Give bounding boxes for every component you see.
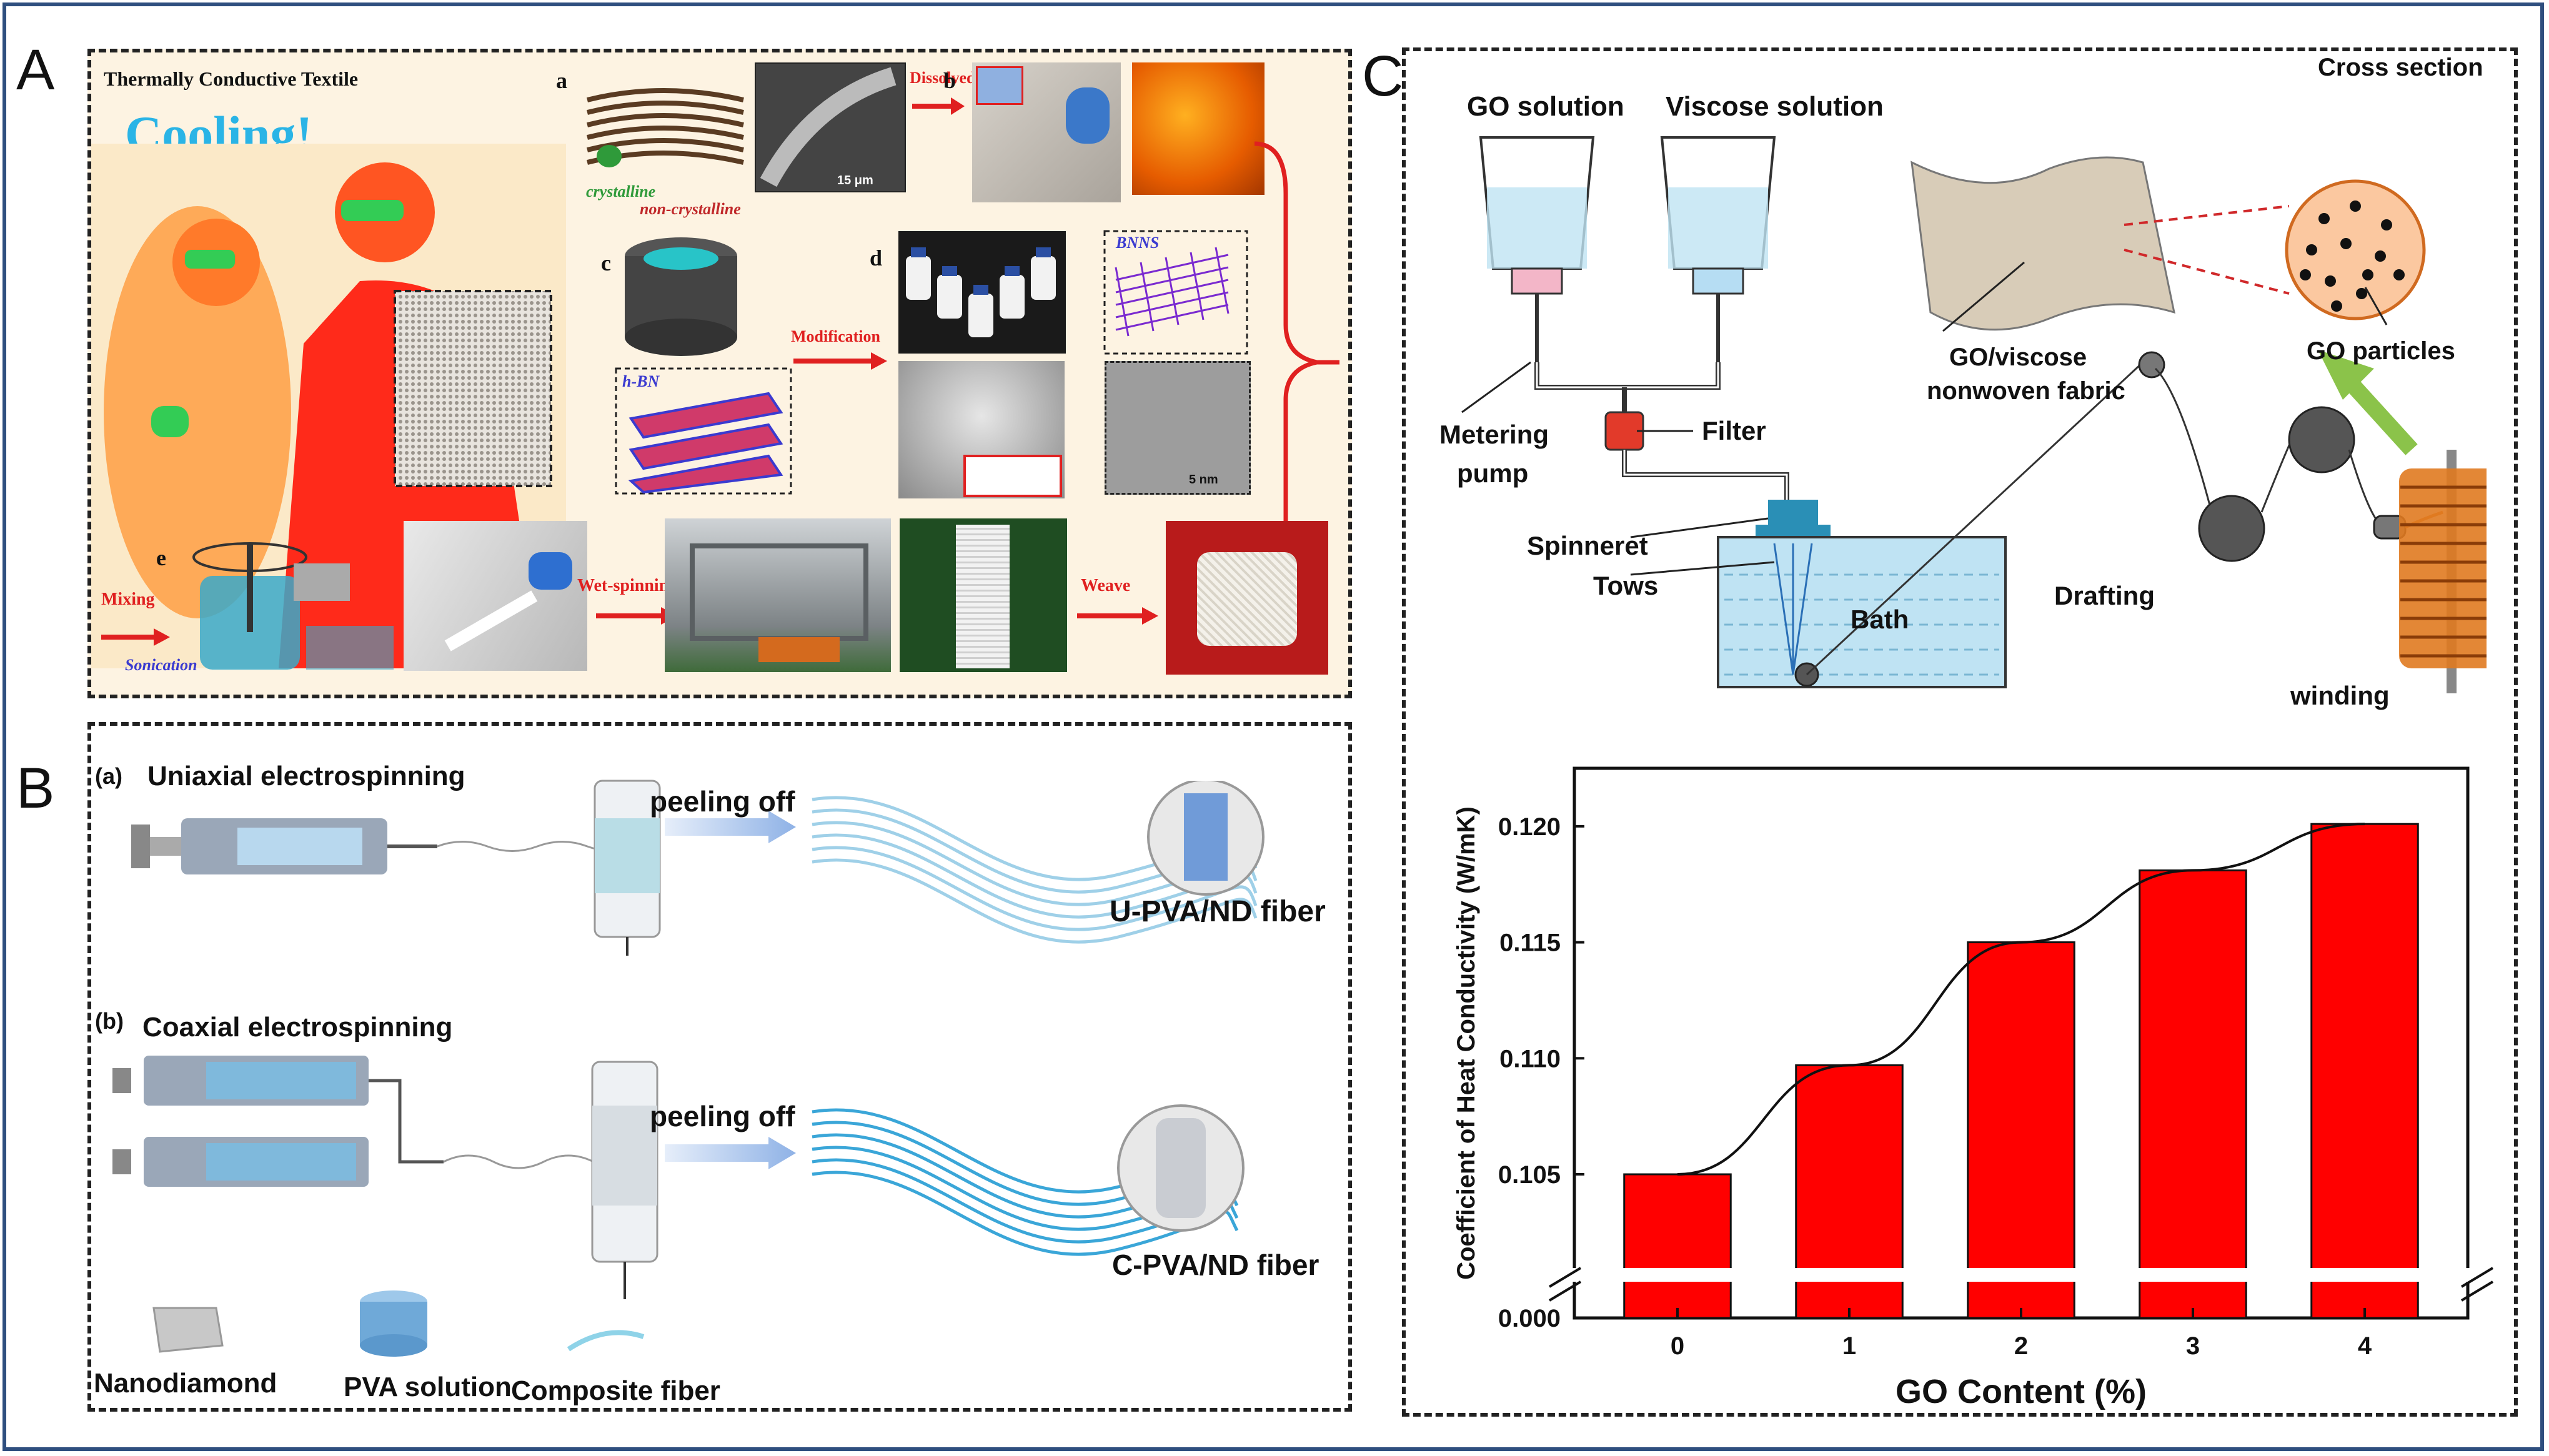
peeling-label-b: peeling off [650,1100,795,1132]
x-tick-label-1: 1 [1842,1332,1856,1360]
wet-spinning-label: Wet-spinning [577,576,678,595]
bnns-label: BNNS [1116,234,1160,252]
go-solution-label: GO solution [1467,91,1624,122]
mixing-label: Mixing [101,590,155,609]
filter-label: Filter [1702,416,1766,445]
tem-image-1 [898,361,1065,498]
bar-2 [1967,941,2075,1319]
y-tick-label-4: 0.120 [1498,813,1561,841]
y-tick-label-0: 0.000 [1498,1305,1561,1332]
bar-3 [2139,869,2247,1319]
peeling-arrow-a [665,811,796,843]
uniaxial-fiber-bundle [812,781,1265,944]
cross-section-label: Cross section [2318,54,2483,81]
c-fiber-label: C-PVA/ND fiber [1112,1249,1319,1281]
go-particles-label: GO particles [2307,337,2455,365]
dissolved-arrow [912,97,965,115]
x-tick-label-0: 0 [1671,1332,1684,1360]
tows-label: Tows [1593,571,1659,600]
x-axis-label: GO Content (%) [1896,1373,2147,1410]
bnns-lattice [1103,230,1248,355]
x-tick-label-3: 3 [2186,1332,2200,1360]
tem-image-2: 5 nm [1105,361,1251,495]
fiber-structure-diagram [587,88,744,167]
sonication-label: Sonication [125,656,197,674]
heat-conductivity-chart: 0.000 0.105 0.110 0.115 0.120 0 1 2 3 4 GO Content… [1453,766,2494,1410]
sub-label-e: e [156,545,166,570]
syringe-photo [404,521,587,671]
peeling-arrow-b [665,1137,796,1169]
crystalline-label: crystalline [586,182,656,201]
bar-4 [2310,823,2419,1319]
non-crystalline-label: non-crystalline [640,200,741,218]
y-tick-label-3: 0.115 [1499,929,1561,957]
sub-label-c: c [601,250,611,275]
legend-pva-solution: PVA solution [344,1372,512,1402]
dissolving-photo [972,62,1121,202]
y-axis-label: Coefficient of Heat Conductivity (W/mK) [1453,806,1480,1280]
panel-label-a: A [16,38,55,102]
modification-arrow [793,352,887,370]
drafting-label: Drafting [2054,581,2155,610]
y-tick-label-1: 0.105 [1498,1161,1561,1189]
pva-solution-icon [360,1290,427,1357]
y-tick-label-2: 0.110 [1499,1045,1561,1072]
panel-b-border [87,722,1352,1412]
coaxial-title: Coaxial electrospinning [142,1012,453,1042]
bottles-photo [898,231,1066,354]
panel-label-b: B [16,756,55,820]
bar-0 [1623,1173,1732,1319]
spinning-process-diagram [1461,136,2487,693]
hbn-crucible-diagram [615,237,792,495]
composite-fiber-icon [567,1330,645,1352]
legend-composite-fiber: Composite fiber [511,1375,720,1406]
dissolved-label: Dissolved [910,69,976,87]
wet-spinning-machine-photo [665,518,891,672]
uniaxial-tag: (a) [95,763,122,789]
sub-label-d: d [870,245,883,270]
panel-c-border [1402,47,2518,1417]
woven-fabric-photo [1166,521,1328,675]
combine-brace [1254,141,1339,583]
uniaxial-setup-diagram [131,780,661,956]
tem-scale-label: 5 nm [1189,473,1218,487]
sem-image: 15 μm [755,62,906,192]
x-tick-label-2: 2 [2014,1332,2028,1360]
panel-label-c: C [1362,44,1404,108]
viscose-solution-label: Viscose solution [1666,91,1884,122]
fit-curve [1677,823,2365,1176]
afm-image [1132,62,1265,195]
x-tick-label-4: 4 [2358,1332,2372,1360]
uniaxial-title: Uniaxial electrospinning [147,761,465,791]
weave-label: Weave [1081,576,1131,595]
bath-label: Bath [1851,605,1909,634]
fabric-label-line1: GO/viscose [1949,344,2087,371]
panel-a-title: Thermally Conductive Textile [104,67,359,90]
sonication-diagram [192,542,394,670]
fabric-label-line2: nonwoven fabric [1927,377,2125,405]
metering-label-line2: pump [1457,458,1529,488]
modification-label: Modification [791,327,880,345]
hbn-label: h-BN [622,372,660,390]
sub-label-a: a [556,68,567,93]
axis-break-band [1562,1268,2480,1282]
sub-label-b: b [943,68,956,93]
spinneret-label: Spinneret [1527,531,1648,560]
axis-break-mark-left [1548,1267,1582,1302]
axis-break-mark-right [2460,1267,2494,1302]
u-fiber-label: U-PVA/ND fiber [1110,895,1326,928]
fiber-spool-photo [900,518,1067,672]
coaxial-fiber-bundle [812,1104,1245,1256]
winding-label: winding [2290,681,2390,710]
metering-label-line1: Metering [1439,420,1549,449]
mixing-arrow [101,628,170,646]
coaxial-tag: (b) [95,1008,124,1034]
weave-arrow [1077,607,1158,625]
nanodiamond-icon [152,1307,224,1353]
legend-nanodiamond: Nanodiamond [94,1368,277,1399]
peeling-label-a: peeling off [650,785,795,818]
coaxial-setup-diagram [112,1056,658,1299]
sem-scale-label: 15 μm [837,174,873,187]
